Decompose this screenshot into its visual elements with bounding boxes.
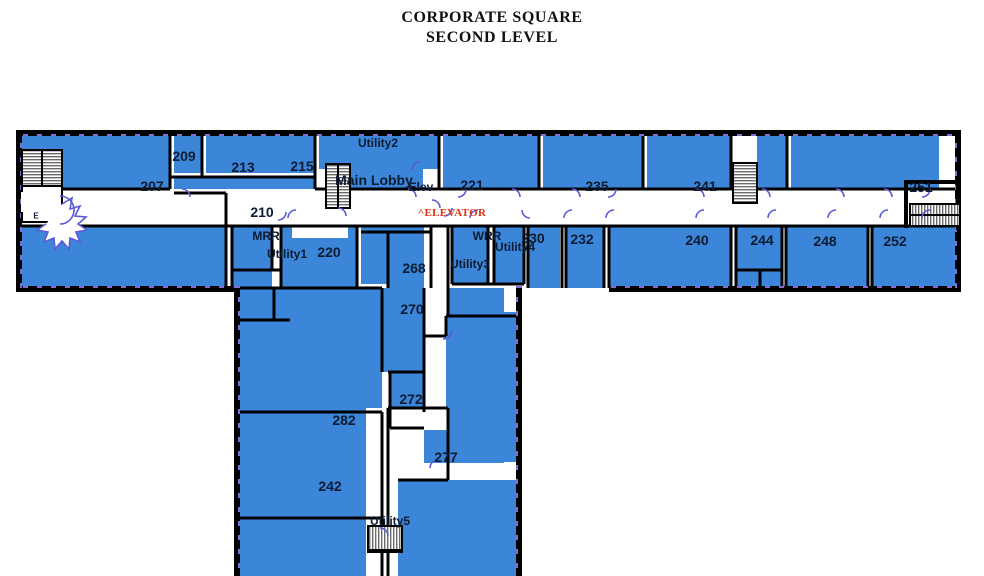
room-label-elev: Elev — [408, 180, 434, 194]
room-label-221: 221 — [460, 177, 484, 193]
room-label-210: 210 — [250, 204, 274, 220]
room-label-252: 252 — [883, 233, 907, 249]
room-label-utility5: Utility5 — [369, 514, 411, 528]
corridor-retouch — [21, 192, 53, 212]
stair-north-icon — [732, 162, 758, 204]
room-label-mrr: MRR — [252, 229, 280, 243]
room-label-268: 268 — [402, 260, 426, 276]
room-label-232: 232 — [570, 231, 594, 247]
annotation-elevator-note: ^ELEVATOR — [417, 207, 487, 219]
interior-walls — [20, 133, 959, 576]
room-label-utility1: Utility1 — [266, 247, 308, 261]
room-label-utility4: Utility4 — [494, 240, 536, 254]
room-label-207: 207 — [140, 178, 164, 194]
room-label-209: 209 — [172, 148, 196, 164]
room-label-230: 230 — [521, 230, 545, 246]
room-label-exit-e: E — [33, 211, 39, 221]
floor-plan-svg — [16, 130, 961, 576]
room-label-220: 220 — [317, 244, 341, 260]
room-label-241: 241 — [693, 178, 717, 194]
floor-plan-drawing — [0, 120, 984, 576]
room-label-wrr: WRR — [472, 229, 502, 243]
room-label-277: 277 — [434, 449, 458, 465]
room-label-215: 215 — [290, 158, 314, 174]
room-label-270: 270 — [400, 301, 424, 317]
room-label-272: 272 — [399, 391, 423, 407]
door-swings — [34, 161, 931, 537]
room-label-utility2: Utility2 — [357, 136, 399, 150]
room-label-251: 251 — [909, 179, 933, 195]
corridors — [20, 189, 959, 576]
title-line-level: SECOND LEVEL — [425, 29, 559, 46]
room-label-244: 244 — [750, 232, 774, 248]
room-label-main-lobby: Main Lobby — [335, 172, 413, 188]
room-label-utility3: Utility3 — [449, 257, 491, 271]
room-label-282: 282 — [332, 412, 356, 428]
room-label-242: 242 — [318, 478, 342, 494]
room-label-240: 240 — [685, 232, 709, 248]
stair-east-icon — [909, 203, 961, 227]
room-label-248: 248 — [813, 233, 837, 249]
room-label-213: 213 — [231, 159, 255, 175]
room-label-235: 235 — [585, 178, 609, 194]
title-line-building: CORPORATE SQUARE — [401, 9, 583, 26]
page-title: CORPORATE SQUARE SECOND LEVEL — [0, 8, 984, 48]
